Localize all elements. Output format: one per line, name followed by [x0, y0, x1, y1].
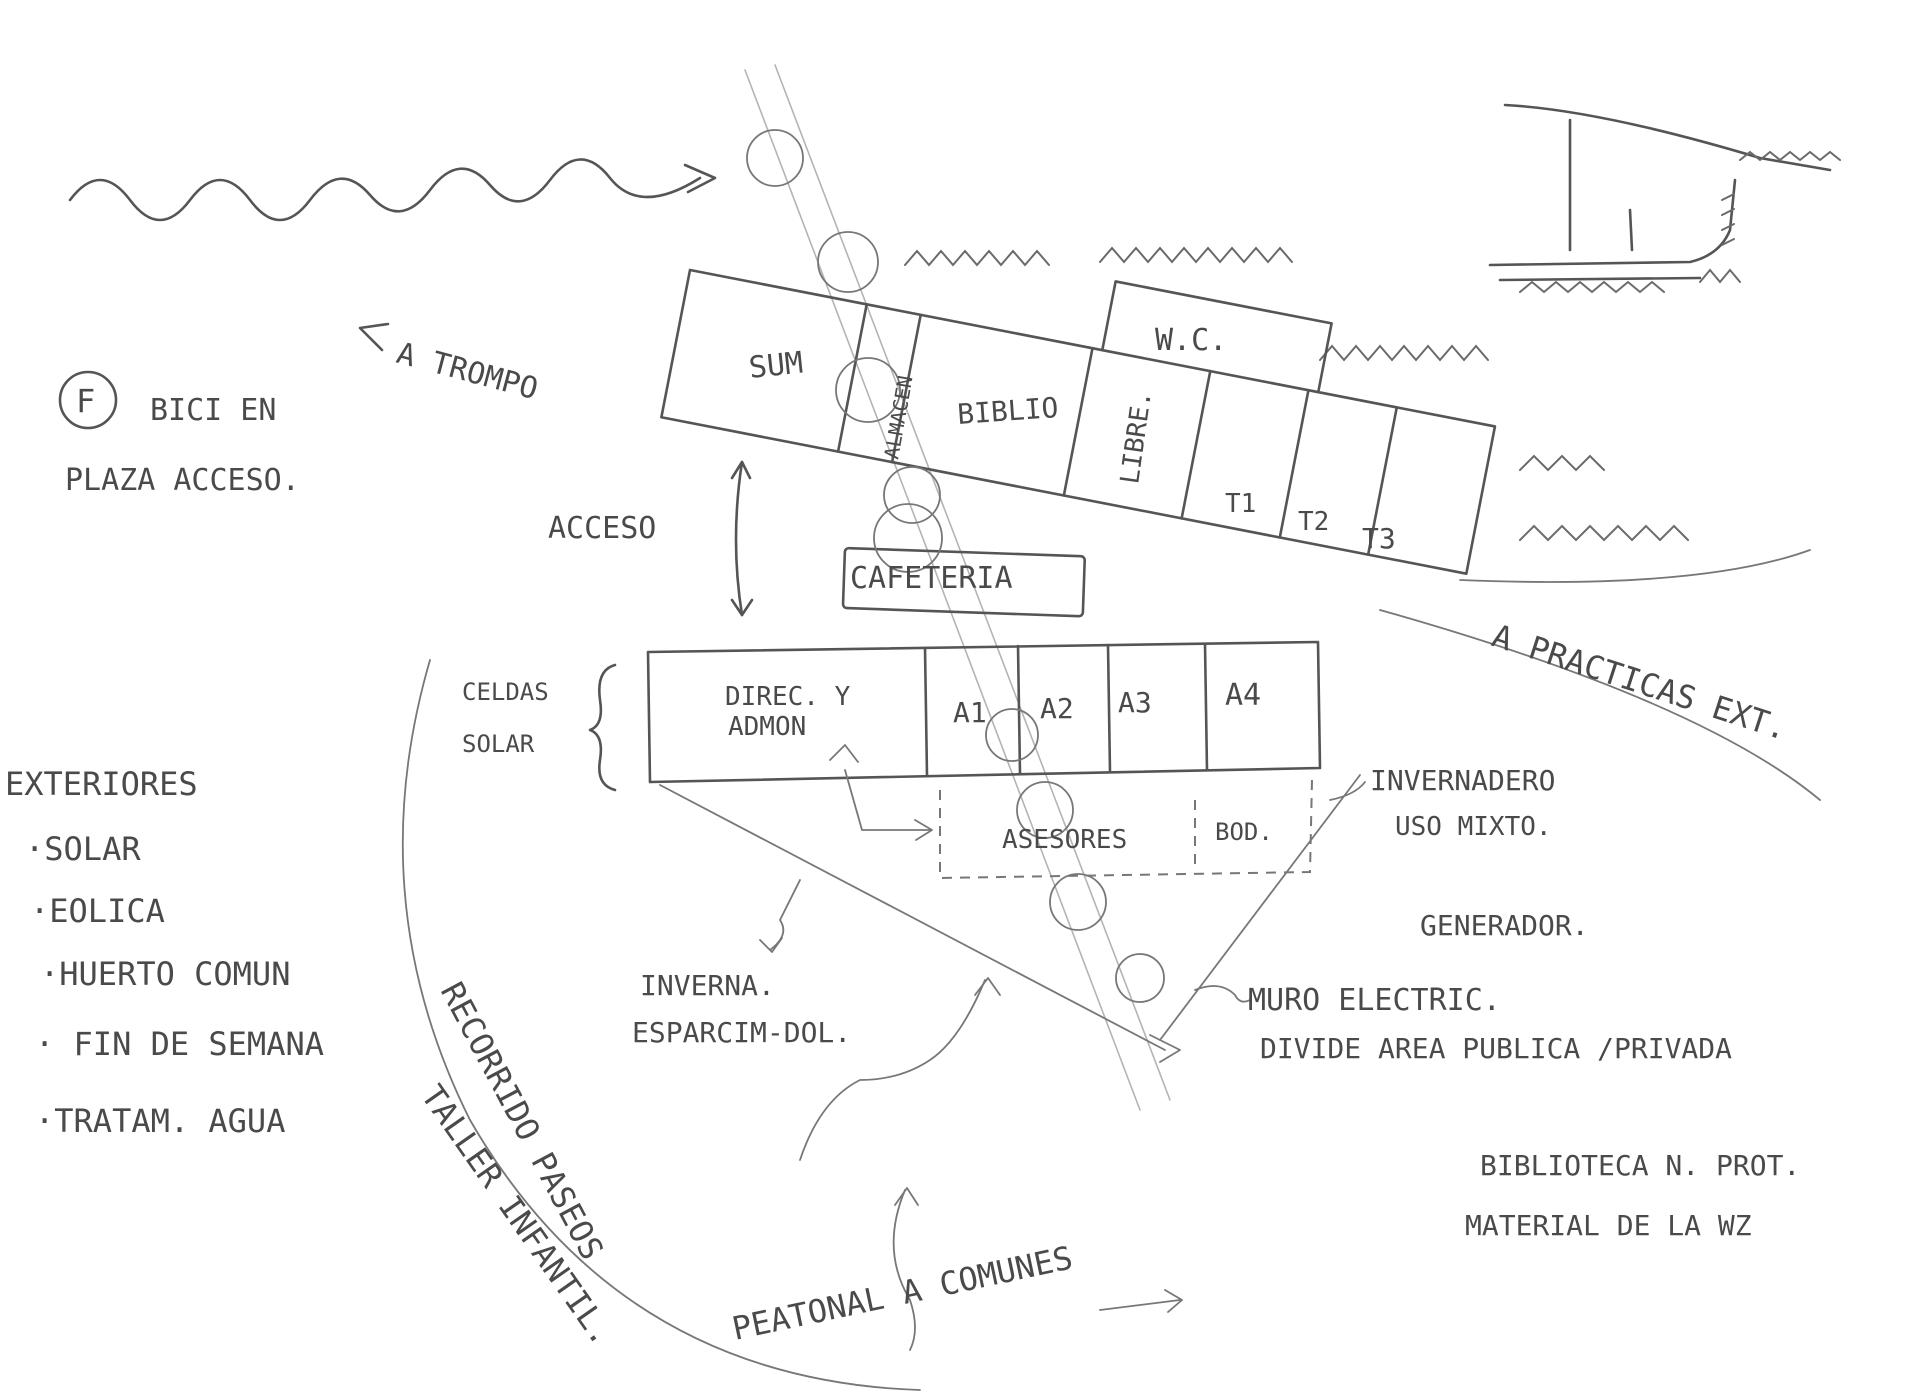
label-muro-1: MURO ELECTRIC. [1248, 983, 1501, 1018]
room-a1: A1 [953, 696, 987, 729]
upper-building [660, 268, 1497, 576]
faint-axis [744, 64, 1171, 1111]
section-detail [1488, 103, 1841, 294]
room-t2: T2 [1298, 507, 1329, 537]
electric-wall-line [659, 774, 1361, 1063]
site-boundary-curve [401, 609, 1821, 1391]
room-cafeteria: CAFETERIA [850, 561, 1013, 596]
label-a-practicas: A PRACTICAS EXT. [1488, 616, 1793, 747]
label-biblioteca-2: MATERIAL DE LA WZ [1465, 1209, 1752, 1242]
lower-building [646, 640, 1322, 784]
cafeteria-box [841, 546, 1087, 618]
label-celdas-1: CELDAS [462, 678, 549, 706]
exteriores-list: EXTERIORES ·SOLAR ·EOLICA ·HUERTO COMUN … [5, 765, 324, 1140]
acceso-arrow [730, 460, 754, 617]
label-invernadero-1: INVERNADERO [1370, 764, 1555, 797]
label-celdas-2: SOLAR [462, 730, 535, 758]
bici-symbol: F [76, 382, 95, 420]
label-inverna-1: INVERNA. [640, 969, 775, 1002]
misc-arrows [759, 744, 1366, 1351]
label-invernadero-2: USO MIXTO. [1395, 812, 1552, 842]
room-bod: BOD. [1215, 818, 1273, 846]
room-a4: A4 [1225, 678, 1261, 713]
room-a2: A2 [1040, 692, 1074, 725]
label-a-trompo: A TROMPO [393, 336, 542, 407]
a-trompo-arrow [358, 322, 390, 352]
label-muro-2: DIVIDE AREA PUBLICA /PRIVADA [1260, 1032, 1732, 1065]
terrain-hatching [904, 246, 1811, 583]
exteriores-item: ·SOLAR [25, 830, 141, 868]
label-inverna-2: ESPARCIM-DOL. [632, 1016, 851, 1049]
label-generador: GENERADOR. [1420, 909, 1589, 942]
room-wc: W.C. [1155, 323, 1227, 358]
exteriores-item: ·TRATAM. AGUA [35, 1102, 285, 1140]
room-direc-1: DIREC. Y [725, 682, 851, 712]
label-acceso: ACCESO [548, 511, 656, 546]
label-bici-2: PLAZA ACCESO. [65, 463, 300, 498]
wind-wave-arrow [68, 158, 717, 222]
room-libre: LIBRE. [1115, 389, 1158, 486]
label-peatonal: PEATONAL A COMUNES [729, 1239, 1076, 1348]
exteriores-item: ·HUERTO COMUN [40, 955, 290, 993]
bike-symbol-circle [58, 370, 118, 430]
label-bici-1: BICI EN [150, 393, 276, 428]
room-biblio: BIBLIO [956, 391, 1059, 431]
bici-note: F BICI EN PLAZA ACCESO. [58, 370, 300, 498]
exteriores-title: EXTERIORES [5, 765, 198, 803]
room-asesores: ASESORES [1002, 825, 1127, 855]
room-a3: A3 [1118, 686, 1152, 719]
room-t3: T3 [1362, 522, 1396, 555]
room-t1: T1 [1225, 489, 1256, 519]
label-biblioteca-1: BIBLIOTECA N. PROT. [1480, 1149, 1800, 1182]
room-direc-2: ADMON [728, 712, 806, 742]
axis-circles [746, 129, 1165, 1003]
exteriores-item: · FIN DE SEMANA [35, 1025, 324, 1063]
exteriores-item: ·EOLICA [30, 892, 165, 930]
greenhouse-dashed [939, 779, 1313, 880]
celdas-brace [588, 663, 617, 792]
room-sum: SUM [747, 345, 805, 385]
